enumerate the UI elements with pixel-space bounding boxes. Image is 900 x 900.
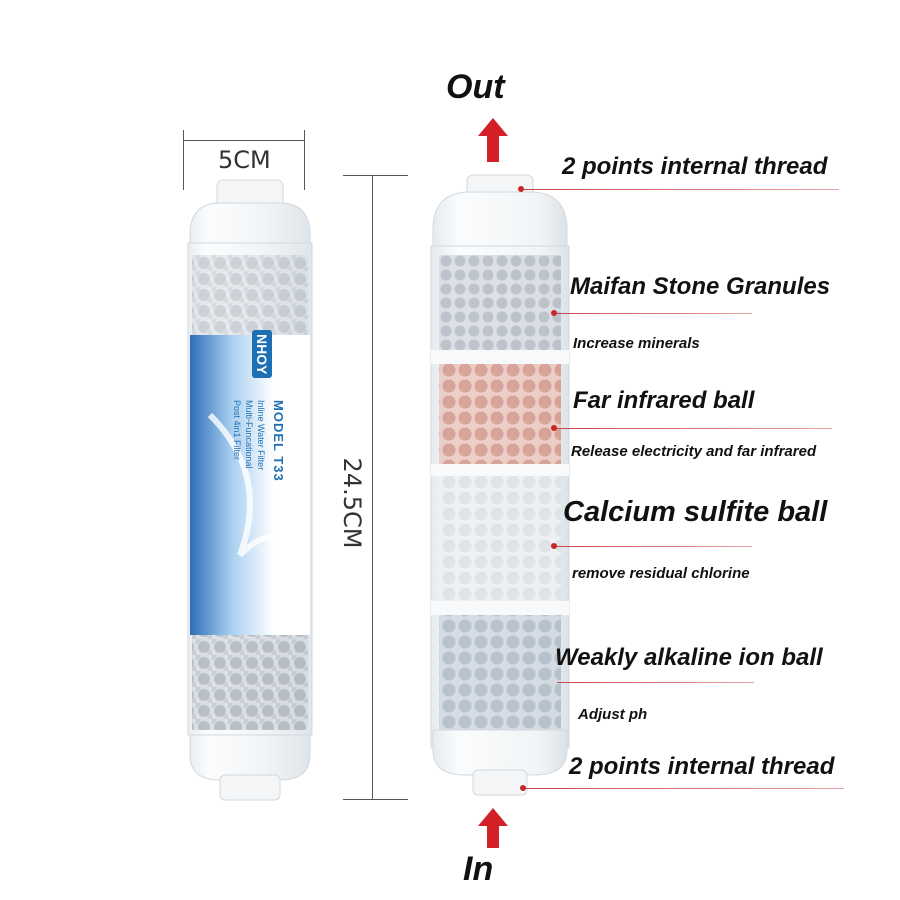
width-dimension-line	[183, 140, 305, 141]
callout-line-alkaline	[557, 682, 754, 683]
product-line-2: Multi-Funcational	[244, 400, 254, 469]
layer-far-infrared	[439, 364, 561, 464]
height-tick-top	[343, 175, 408, 176]
width-label: 5CM	[218, 146, 271, 174]
out-arrow-icon	[478, 118, 508, 162]
right-cartridge-drawing	[430, 174, 570, 796]
in-arrow-icon	[478, 808, 508, 848]
callout-title-calcium-sulfite: Calcium sulfite ball	[563, 496, 828, 528]
layer-calcium-sulfite	[439, 476, 561, 601]
callout-title-far-infrared: Far infrared ball	[573, 387, 755, 414]
right-cartridge	[425, 170, 575, 800]
product-model: MODEL T33	[271, 400, 286, 482]
callout-dot-bottom-thread	[520, 785, 526, 791]
width-tick-right	[304, 130, 305, 190]
callout-title-maifan: Maifan Stone Granules	[570, 273, 831, 300]
callout-subtitle-calcium-sulfite: remove residual chlorine	[572, 565, 750, 582]
brand-logo-text: NHOY	[252, 330, 272, 379]
callout-subtitle-alkaline: Adjust ph	[578, 706, 648, 723]
out-label: Out	[446, 68, 505, 106]
left-cartridge	[180, 175, 320, 805]
callout-subtitle-far-infrared: Release electricity and far infrared	[571, 443, 817, 460]
height-dimension-line	[372, 175, 373, 800]
callout-dot-maifan	[551, 310, 557, 316]
callout-dot-far-infrared	[551, 425, 557, 431]
left-cartridge-drawing	[187, 179, 313, 801]
width-tick-left	[183, 130, 184, 190]
callout-subtitle-maifan: Increase minerals	[573, 335, 700, 352]
callout-dot-top-thread	[518, 186, 524, 192]
callout-line-bottom-thread	[526, 788, 844, 789]
callout-title-top-thread: 2 points internal thread	[562, 153, 828, 180]
callout-title-alkaline: Weakly alkaline ion ball	[555, 644, 823, 671]
callout-title-bottom-thread: 2 points internal thread	[569, 753, 835, 780]
in-label: In	[463, 850, 494, 888]
product-line-1: Inline Water Filter	[256, 400, 266, 471]
product-line-3: Post 4in1 Filter	[232, 400, 242, 461]
callout-line-maifan	[557, 313, 752, 314]
height-label: 24.5CM	[338, 457, 366, 549]
callout-line-top-thread	[524, 189, 839, 190]
layer-maifan	[439, 255, 561, 350]
product-label: NHOY MODEL T33 Inline Water Filter Multi…	[210, 330, 290, 585]
callout-line-far-infrared	[557, 428, 832, 429]
height-tick-bottom	[343, 799, 408, 800]
callout-line-calcium-sulfite	[557, 546, 752, 547]
layer-alkaline	[439, 615, 561, 730]
callout-dot-calcium-sulfite	[551, 543, 557, 549]
